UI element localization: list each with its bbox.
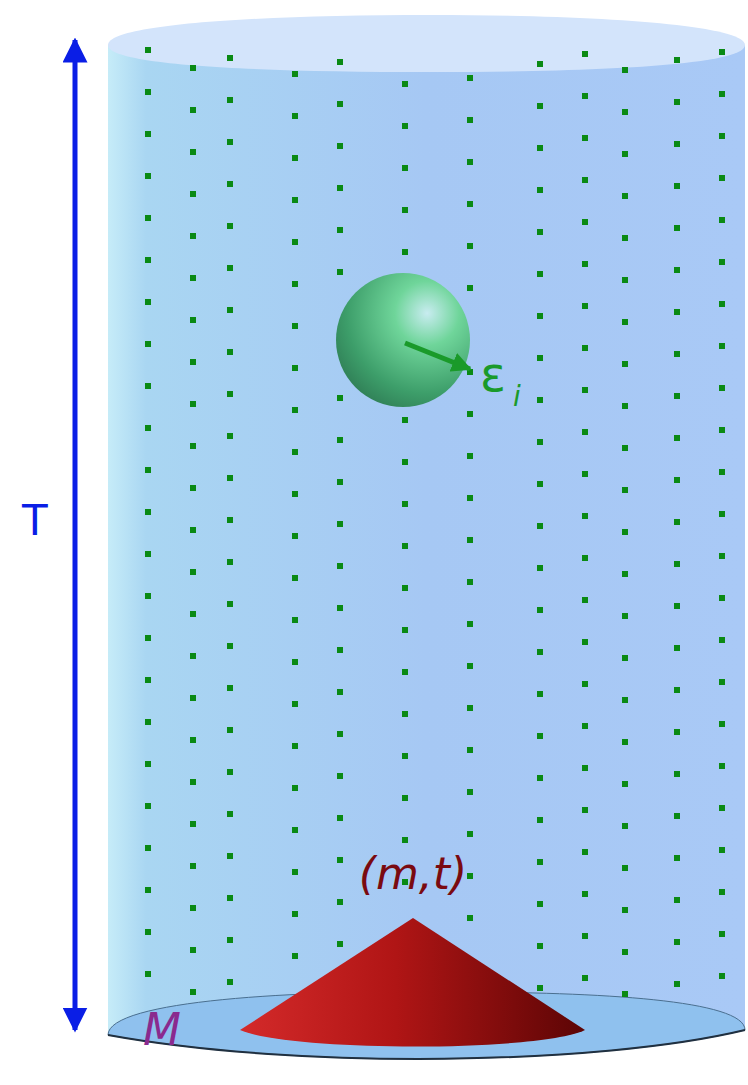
manifold-label: M [143, 1008, 181, 1052]
dimension-label: T [22, 500, 48, 542]
subscript-label: i [513, 383, 521, 411]
epsilon-label: ε [480, 350, 506, 398]
cone-label: (m,t) [359, 852, 467, 896]
